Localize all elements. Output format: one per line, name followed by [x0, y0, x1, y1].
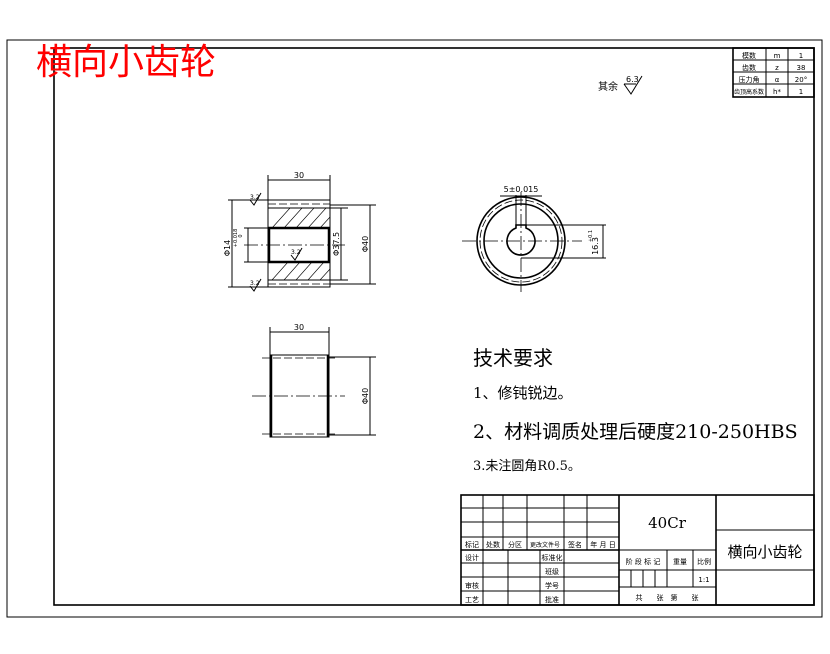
front-section-view: 30 Φ37.5 Φ40 Φ14 +0.018 0 3.2 3.2 3.2 — [223, 171, 376, 292]
roughness-label: 3.2 — [250, 280, 260, 287]
param-name: 齿顶高系数 — [734, 88, 764, 96]
svg-text:Φ14: Φ14 — [223, 240, 232, 256]
svg-text:+0.018: +0.018 — [233, 229, 239, 248]
svg-text:30: 30 — [294, 171, 304, 180]
svg-text:设计: 设计 — [465, 553, 479, 562]
technical-requirements: 技术要求 1、修钝锐边。 2、材料调质处理后硬度210-250HBS 3.未注圆… — [473, 346, 798, 474]
svg-text:5±0.015: 5±0.015 — [504, 185, 539, 194]
part-name: 横向小齿轮 — [727, 543, 802, 561]
roughness-label: 3.2 — [291, 249, 301, 256]
param-value: 20° — [795, 76, 807, 84]
tech-req-title: 技术要求 — [473, 346, 553, 370]
svg-text:阶 段 标 记: 阶 段 标 记 — [626, 557, 661, 566]
svg-text:重量: 重量 — [673, 558, 687, 566]
roughness-symbol-icon — [249, 192, 262, 206]
material: 40Cr — [648, 514, 687, 532]
svg-text:处数: 处数 — [486, 540, 500, 549]
param-symbol: z — [775, 64, 779, 72]
tech-req-item: 1、修钝锐边。 — [473, 384, 573, 402]
svg-text:其余: 其余 — [598, 80, 618, 93]
svg-text:工艺: 工艺 — [465, 596, 479, 604]
svg-text:比例: 比例 — [697, 557, 711, 566]
svg-text:+0.1: +0.1 — [588, 230, 594, 242]
drawing-title: 横向小齿轮 — [36, 42, 216, 83]
roughness-symbol-icon — [290, 247, 303, 261]
svg-text:6.3: 6.3 — [626, 75, 639, 84]
param-symbol: m — [774, 52, 781, 60]
param-name: 齿数 — [742, 63, 756, 72]
side-view: 30 Φ40 — [252, 323, 376, 438]
param-name: 模数 — [742, 51, 756, 60]
svg-text:30: 30 — [294, 323, 304, 332]
svg-text:更改文件号: 更改文件号 — [530, 541, 560, 549]
tech-req-item: 3.未注圆角R0.5。 — [473, 459, 581, 474]
param-value: 38 — [797, 64, 806, 72]
gear-parameter-table: 模数 m 1 齿数 z 38 压力角 α 20° 齿顶高系数 h* 1 — [732, 47, 815, 98]
svg-text:0: 0 — [238, 234, 244, 237]
roughness-symbol-icon — [623, 75, 643, 95]
param-value: 1 — [799, 52, 803, 60]
svg-text:签名: 签名 — [568, 540, 582, 549]
svg-text:Φ40: Φ40 — [361, 388, 370, 404]
svg-text:班级: 班级 — [545, 567, 559, 576]
inner-border — [53, 47, 815, 606]
svg-text:年 月 日: 年 月 日 — [590, 540, 615, 549]
svg-text:审核: 审核 — [465, 581, 479, 590]
tech-req-item: 2、材料调质处理后硬度210-250HBS — [473, 421, 798, 443]
svg-text:Φ40: Φ40 — [361, 236, 370, 252]
svg-text:1:1: 1:1 — [698, 576, 709, 584]
svg-text:标记: 标记 — [465, 540, 479, 549]
svg-text:16.3: 16.3 — [591, 237, 600, 255]
roughness-label: 3.2 — [250, 194, 260, 201]
svg-text:标准化: 标准化 — [542, 553, 563, 562]
svg-text:Φ37.5: Φ37.5 — [332, 232, 341, 256]
svg-text:学号: 学号 — [545, 581, 559, 590]
title-block: 标记 处数 分区 更改文件号 签名 年 月 日 设计 标准化 班级 学号 审核 … — [460, 494, 815, 606]
roughness-symbol-icon — [249, 278, 262, 292]
svg-text:批准: 批准 — [545, 595, 559, 604]
svg-text:分区: 分区 — [508, 540, 522, 549]
surface-finish-note: 其余 6.3 — [598, 75, 643, 95]
param-value: 1 — [799, 88, 803, 96]
end-view: 5±0.015 16.3 +0.1 — [462, 185, 606, 292]
outer-frame — [6, 39, 823, 618]
param-name: 压力角 — [739, 75, 760, 84]
param-symbol: h* — [773, 88, 781, 96]
svg-text:共 张 第 张: 共 张 第 张 — [636, 593, 699, 602]
param-symbol: α — [775, 76, 780, 84]
